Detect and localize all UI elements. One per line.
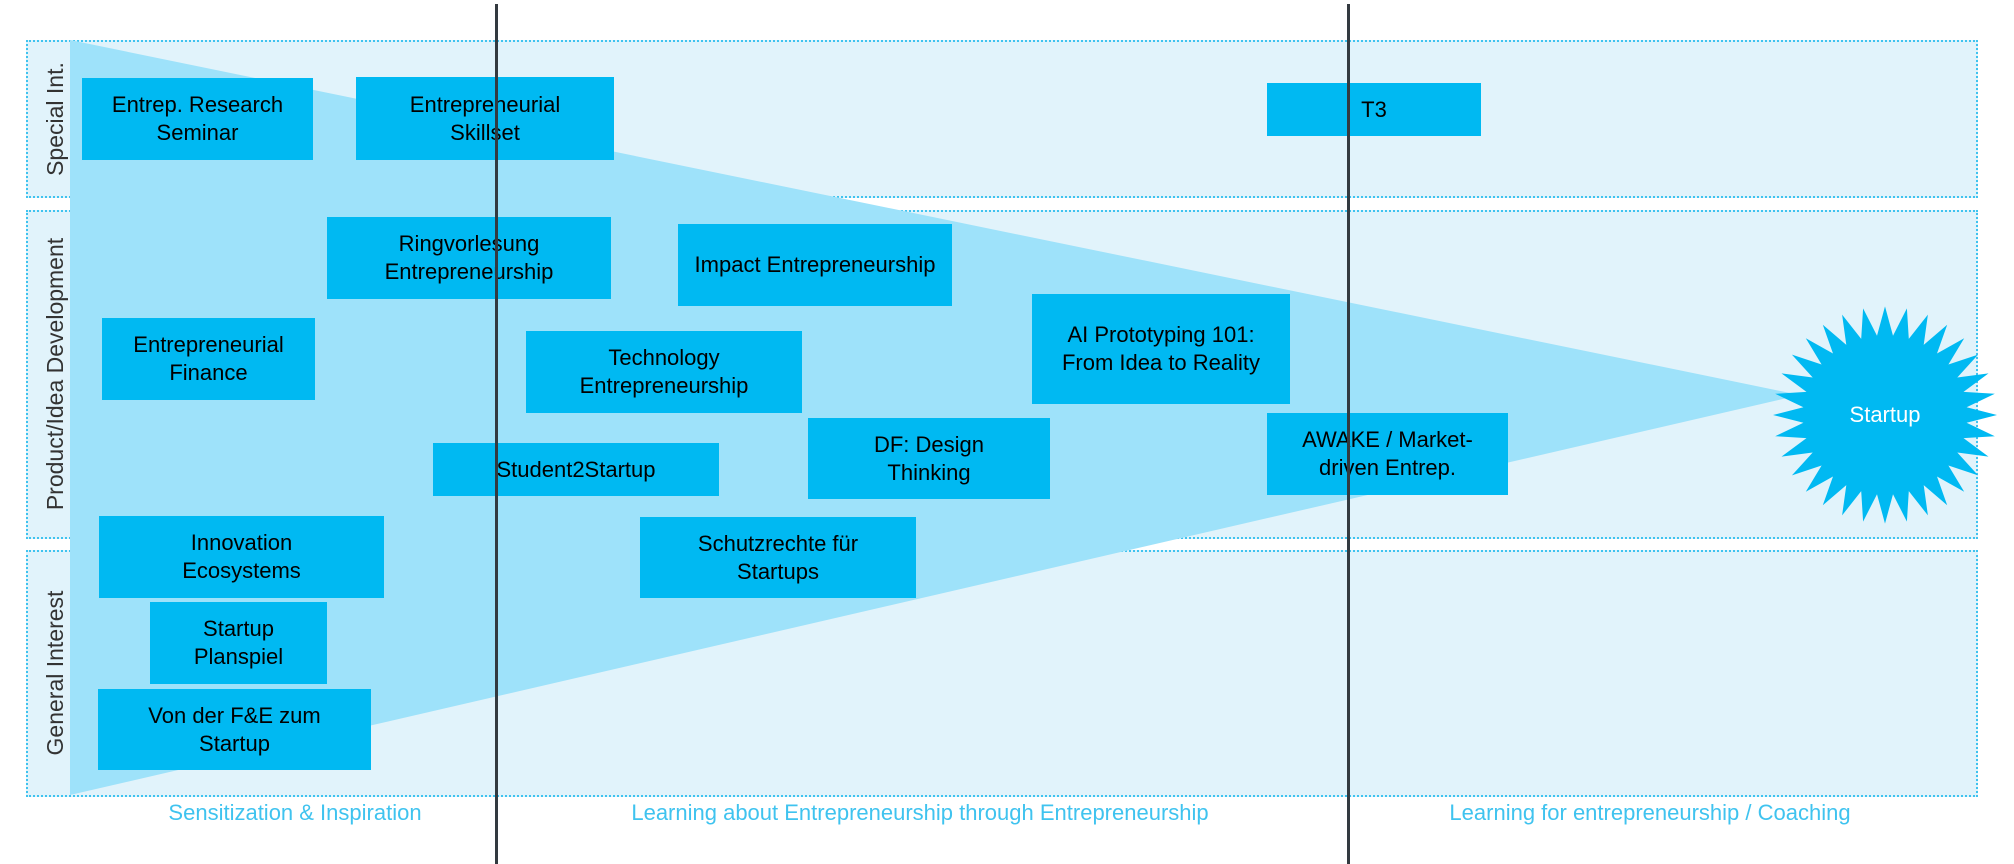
startup-label: Startup — [1849, 402, 1921, 427]
phase-divider-1 — [495, 4, 498, 864]
course-schutzrechte-fuer-startups: Schutzrechte für Startups — [640, 517, 916, 598]
course-impact-entrepreneurship: Impact Entrepreneurship — [678, 224, 952, 306]
course-t3: T3 — [1267, 83, 1481, 136]
phase-label-learning-for: Learning for entrepreneurship / Coaching — [1449, 800, 1851, 825]
course-entrep-research-seminar: Entrep. Research Seminar — [82, 78, 313, 160]
course-student2startup: Student2Startup — [433, 443, 719, 496]
course-entrepreneurial-skillset: Entrepreneurial Skillset — [356, 77, 614, 160]
phase-divider-2 — [1347, 4, 1350, 864]
course-awake-market-driven: AWAKE / Market-driven Entrep. — [1267, 413, 1508, 495]
course-df-design-thinking: DF: Design Thinking — [808, 418, 1050, 499]
course-innovation-ecosystems: Innovation Ecosystems — [99, 516, 384, 598]
course-ai-prototyping-101: AI Prototyping 101: From Idea to Reality — [1032, 294, 1290, 404]
course-startup-planspiel: Startup Planspiel — [150, 602, 327, 684]
course-ringvorlesung-entrepreneurship: Ringvorlesung Entrepreneurship — [327, 217, 611, 299]
course-entrepreneurial-finance: Entrepreneurial Finance — [102, 318, 315, 400]
phase-label-learning-about: Learning about Entrepreneurship through … — [631, 800, 1209, 825]
course-technology-entrepreneurship: Technology Entrepreneurship — [526, 331, 802, 413]
phase-label-sensitization: Sensitization & Inspiration — [168, 800, 422, 825]
course-von-der-fe-zum-startup: Von der F&E zum Startup — [98, 689, 371, 770]
